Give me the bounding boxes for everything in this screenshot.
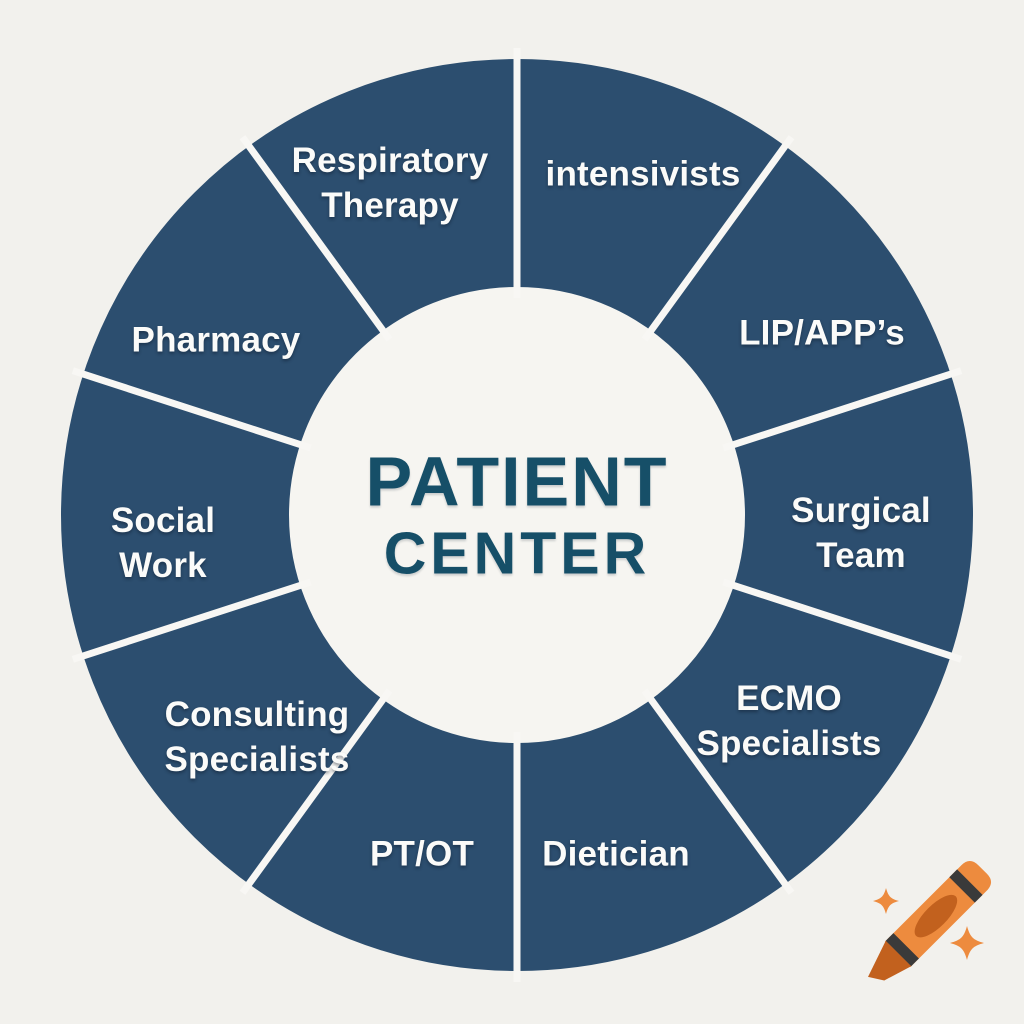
segment-label-pharmacy: Pharmacy [131, 320, 301, 360]
segment-label-pt-ot: PT/OT [369, 834, 475, 874]
segment-label-intensivists: intensivists [545, 154, 741, 194]
crayon-tip [868, 940, 912, 981]
segment-label-lip-apps: LIP/APP’s [739, 313, 905, 353]
segment-label-ecmo-specialists: ECMO Specialists [696, 679, 882, 763]
center-title-line1: PATIENT [365, 442, 669, 521]
segment-label-surgical-team: Surgical Team [791, 491, 931, 575]
segment-label-social-work: Social Work [110, 501, 216, 585]
segment-label-respiratory-therapy: Respiratory Therapy [291, 141, 489, 225]
segment-dividers [71, 48, 963, 982]
center-title: PATIENT CENTER [365, 444, 668, 587]
crayon-icon [868, 860, 992, 981]
sparkle-icons [873, 888, 984, 960]
crayon-label-oval [914, 894, 958, 938]
segment-label-dietician: Dietician [542, 834, 690, 874]
segment-label-consulting-specialists: Consulting Specialists [164, 695, 350, 779]
crayon-stripes [885, 869, 983, 967]
center-circle [288, 286, 746, 744]
center-title-line2: CENTER [383, 519, 651, 586]
